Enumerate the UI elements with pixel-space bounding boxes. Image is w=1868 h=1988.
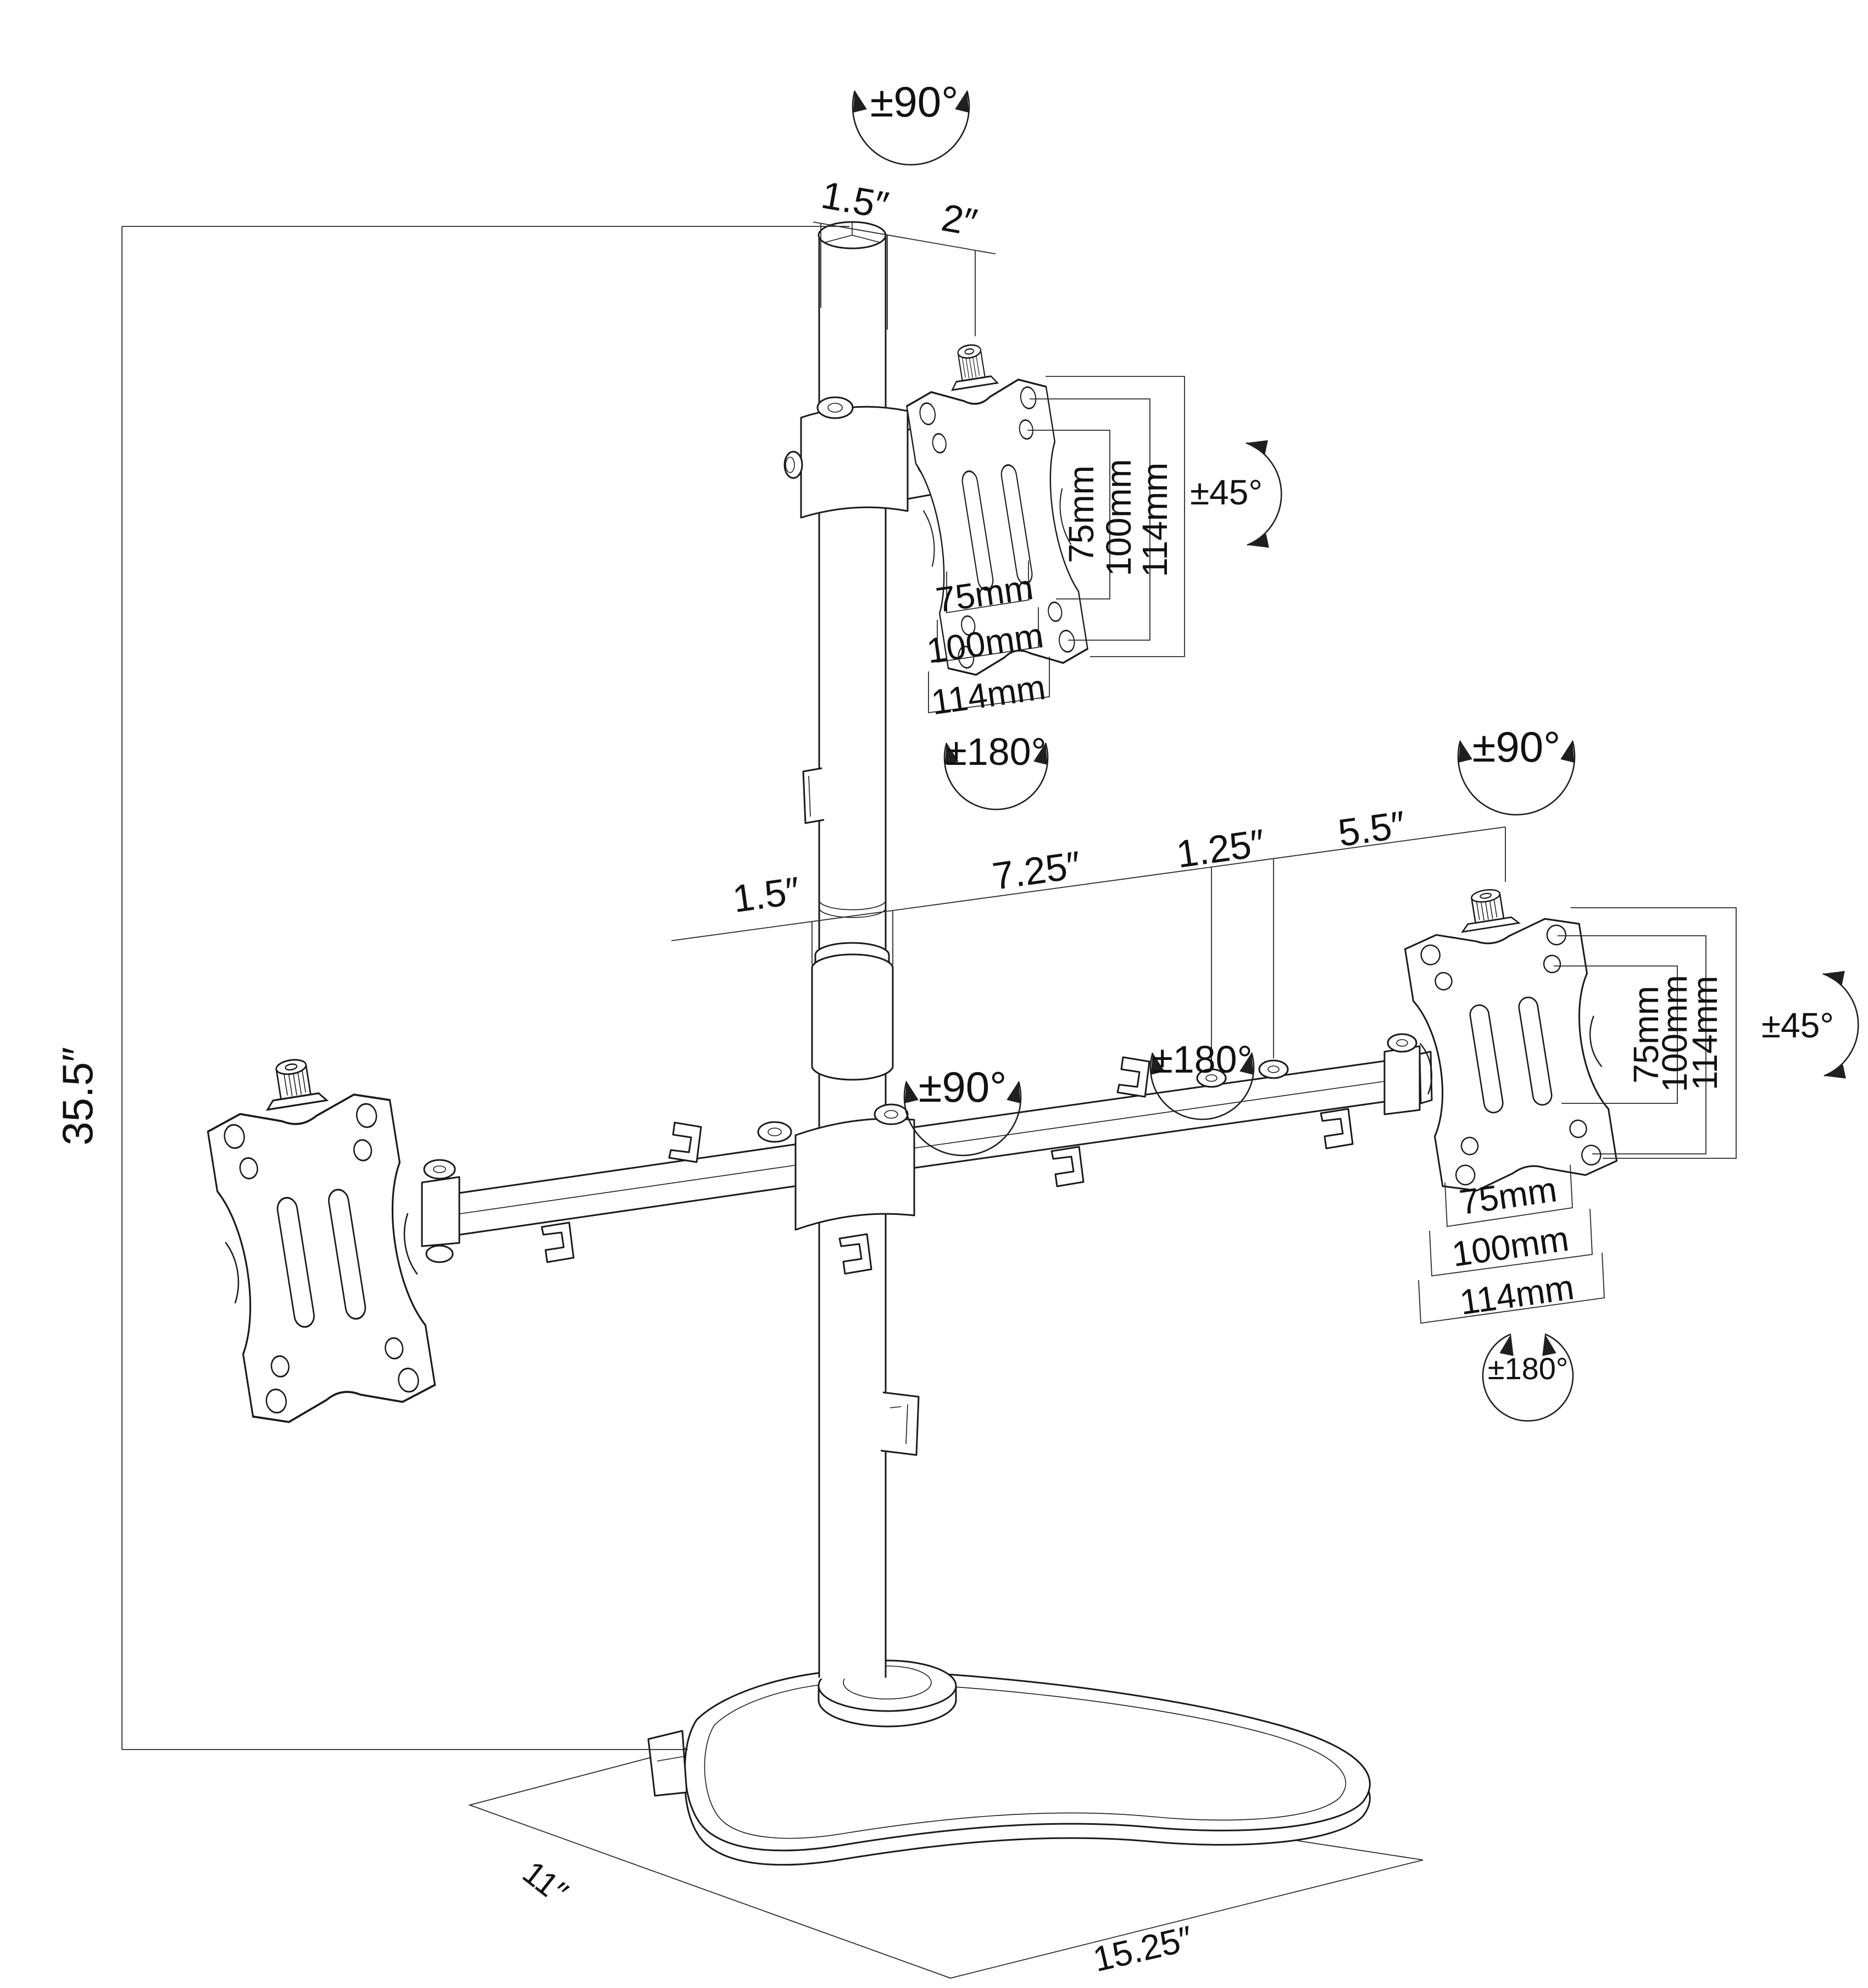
top-vesa-tilt-label: ±45° [1190, 473, 1263, 512]
center-swivel-arc [903, 1081, 1022, 1157]
top-vesa-swivel-label: ±180° [946, 730, 1046, 773]
arm-end-swivel-arc [1457, 740, 1576, 816]
right-vesa-rotation-label: ±180° [1488, 1351, 1569, 1386]
arm-dimension [671, 826, 1506, 1067]
right-vesa-v114: 114mm [1685, 976, 1725, 1091]
right-reach-label: 5.5″ [1336, 803, 1408, 854]
dimension-lines [121, 221, 1737, 1750]
top-vesa-vertical-brackets [1027, 376, 1185, 657]
top-vesa-swivel-arc [943, 742, 1049, 810]
arm-joint-screw-1 [1196, 1068, 1227, 1088]
right-vesa-v100: 100mm [1655, 975, 1694, 1092]
height-label: 35.5″ [53, 1047, 102, 1145]
collar-diameter-label: 1.5″ [730, 869, 803, 920]
top-vesa-horizontal-brackets [928, 560, 1050, 714]
top-vesa-v114: 114mm [1135, 463, 1175, 577]
elbow-swivel-label: ±180° [1152, 1038, 1252, 1081]
top-offset-label: 2″ [938, 196, 980, 244]
right-vesa-rotation-arc [1482, 1333, 1574, 1422]
pole-cable-clip-lower [880, 1391, 920, 1456]
right-vesa-vertical-brackets [1554, 907, 1737, 1159]
pole-swivel-label: ±90° [870, 77, 959, 126]
top-vesa-v75: 75mm [1061, 465, 1101, 563]
rotation-arcs [848, 88, 1859, 1422]
top-vesa-v100: 100mm [1099, 459, 1138, 576]
pole-joint-ring [819, 901, 886, 918]
pole-cable-clip-upper [802, 767, 825, 824]
elbow-swivel-arc [1149, 1052, 1255, 1120]
right-vesa-horizontal-brackets [1418, 1164, 1605, 1324]
center-swivel-label: ±90° [919, 1063, 1007, 1111]
arm-left-end-bracket [421, 1176, 460, 1247]
right-vesa-v75: 75mm [1626, 986, 1666, 1084]
pole-top-dimension [813, 221, 996, 336]
arm-end-swivel-label: ±90° [1472, 723, 1561, 771]
pole-collar [811, 942, 894, 1081]
base-footprint-outline [468, 1747, 1424, 1979]
arm-joint-screw-2 [1258, 1059, 1289, 1079]
center-pole-clamp [757, 1103, 915, 1275]
right-vesa-tilt-label: ±45° [1761, 1006, 1834, 1045]
height-dimension [121, 226, 849, 1750]
arm-right-end-bracket [1383, 1045, 1421, 1115]
base [647, 1669, 1371, 1866]
pole-swivel-arc [852, 90, 970, 166]
